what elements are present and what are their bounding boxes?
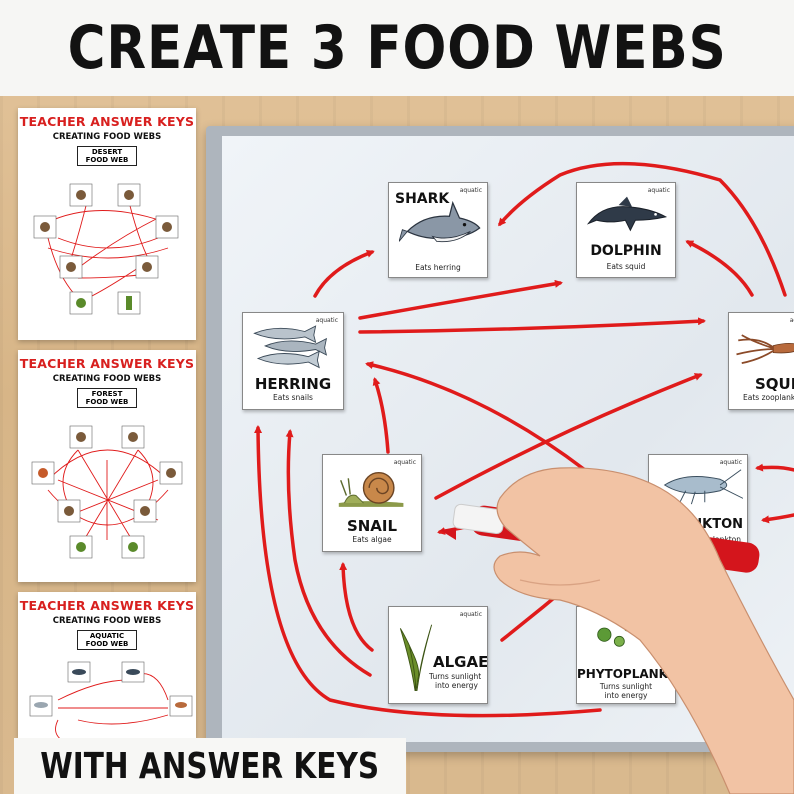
herring-fish-icon (253, 325, 328, 369)
card-name: ALGAE (433, 653, 488, 671)
whiteboard-surface (222, 136, 794, 742)
forest-food-web-diagram (31, 425, 183, 559)
sheet-subheading: CREATING FOOD WEBS (52, 616, 162, 626)
card-desc: Eats snails (273, 393, 313, 402)
card-name: SNAIL (346, 517, 398, 535)
card-name: DOLPHIN (590, 243, 662, 259)
squid-icon (736, 334, 794, 364)
card-tag: aquatic (459, 611, 482, 618)
algae-icon (399, 624, 433, 692)
card-shark[interactable]: aquatic SHARK Eats herring (388, 182, 488, 278)
sheet-web-box: AQUATIC FOOD WEB (77, 630, 137, 651)
card-tag: aquatic (315, 317, 338, 324)
sheet-heading: TEACHER ANSWER KEYS (19, 598, 195, 613)
card-desc: Eats algae (352, 535, 392, 544)
phytoplankton-icon (597, 626, 636, 647)
card-desc: Turns sunlight (599, 682, 653, 691)
sheet-heading: TEACHER ANSWER KEYS (19, 114, 195, 129)
sheet-subheading: CREATING FOOD WEBS (52, 374, 162, 384)
card-desc: plankton (708, 535, 741, 544)
sheet-web-name: DESERT (91, 148, 123, 156)
page-title: CREATE 3 FOOD WEBS (67, 13, 727, 83)
card-tag: aquatic (647, 187, 670, 194)
sheet-web-box: FOREST FOOD WEB (77, 388, 137, 409)
shark-icon (399, 200, 481, 243)
dolphin-icon (586, 196, 668, 232)
sheet-heading: TEACHER ANSWER KEYS (19, 356, 195, 371)
card-name: SQUID (755, 375, 794, 393)
desert-food-web-diagram (33, 183, 179, 315)
card-desc: Turns sunlight (429, 672, 482, 681)
card-zooplankton[interactable]: aquatic PLANKTON plankton (648, 454, 748, 552)
answer-key-sheet-forest: TEACHER ANSWER KEYS CREATING FOOD WEBS F… (18, 350, 196, 582)
card-squid[interactable]: aquatic SQUID Eats zooplankton (728, 312, 794, 410)
answer-key-sheet-aquatic: TEACHER ANSWER KEYS CREATING FOOD WEBS A… (18, 592, 196, 738)
card-name: PHYTOPLANKT (577, 667, 676, 681)
snail-icon (338, 471, 404, 507)
sheet-web-name: FOREST (91, 390, 123, 398)
zooplankton-icon (663, 469, 743, 505)
card-desc: Eats zooplankton (743, 393, 794, 402)
card-desc: Eats squid (606, 262, 646, 271)
card-tag: aquatic (789, 317, 794, 324)
answer-key-sheet-desert: TEACHER ANSWER KEYS CREATING FOOD WEBS D… (18, 108, 196, 340)
sheet-web-label: FOOD WEB (85, 156, 129, 165)
sheet-web-box: DESERT FOOD WEB (77, 146, 137, 167)
card-name: PLANKTON (663, 517, 743, 532)
card-name: SHARK (395, 191, 450, 207)
card-desc: into energy (435, 681, 478, 690)
card-tag: aquatic (459, 187, 482, 194)
card-snail[interactable]: aquatic SNAIL Eats algae (322, 454, 422, 552)
answer-keys-banner: WITH ANSWER KEYS (14, 738, 406, 794)
aquatic-food-web-diagram (29, 661, 193, 738)
sheet-subheading: CREATING FOOD WEBS (52, 132, 162, 142)
sheet-web-label: FOOD WEB (85, 398, 129, 407)
title-banner: CREATE 3 FOOD WEBS (0, 0, 794, 96)
card-tag: aquatic (719, 459, 742, 466)
card-tag: aquatic (393, 459, 416, 466)
card-algae[interactable]: aquatic ALGAE Turns sunlight into energy (388, 606, 488, 704)
card-herring[interactable]: aquatic HERRING Eats snails (242, 312, 344, 410)
card-dolphin[interactable]: aquatic DOLPHIN Eats squid (576, 182, 676, 278)
card-desc: Eats herring (415, 263, 461, 272)
card-tag: aquatic (647, 611, 670, 618)
sheet-web-label: FOOD WEB (85, 640, 129, 649)
sheet-web-name: AQUATIC (89, 632, 125, 640)
card-desc: into energy (604, 691, 648, 700)
card-name: HERRING (254, 375, 332, 393)
card-phytoplankton[interactable]: aquatic PHYTOPLANKT Turns sunlight into … (576, 606, 676, 704)
answer-keys-text: WITH ANSWER KEYS (40, 745, 380, 787)
